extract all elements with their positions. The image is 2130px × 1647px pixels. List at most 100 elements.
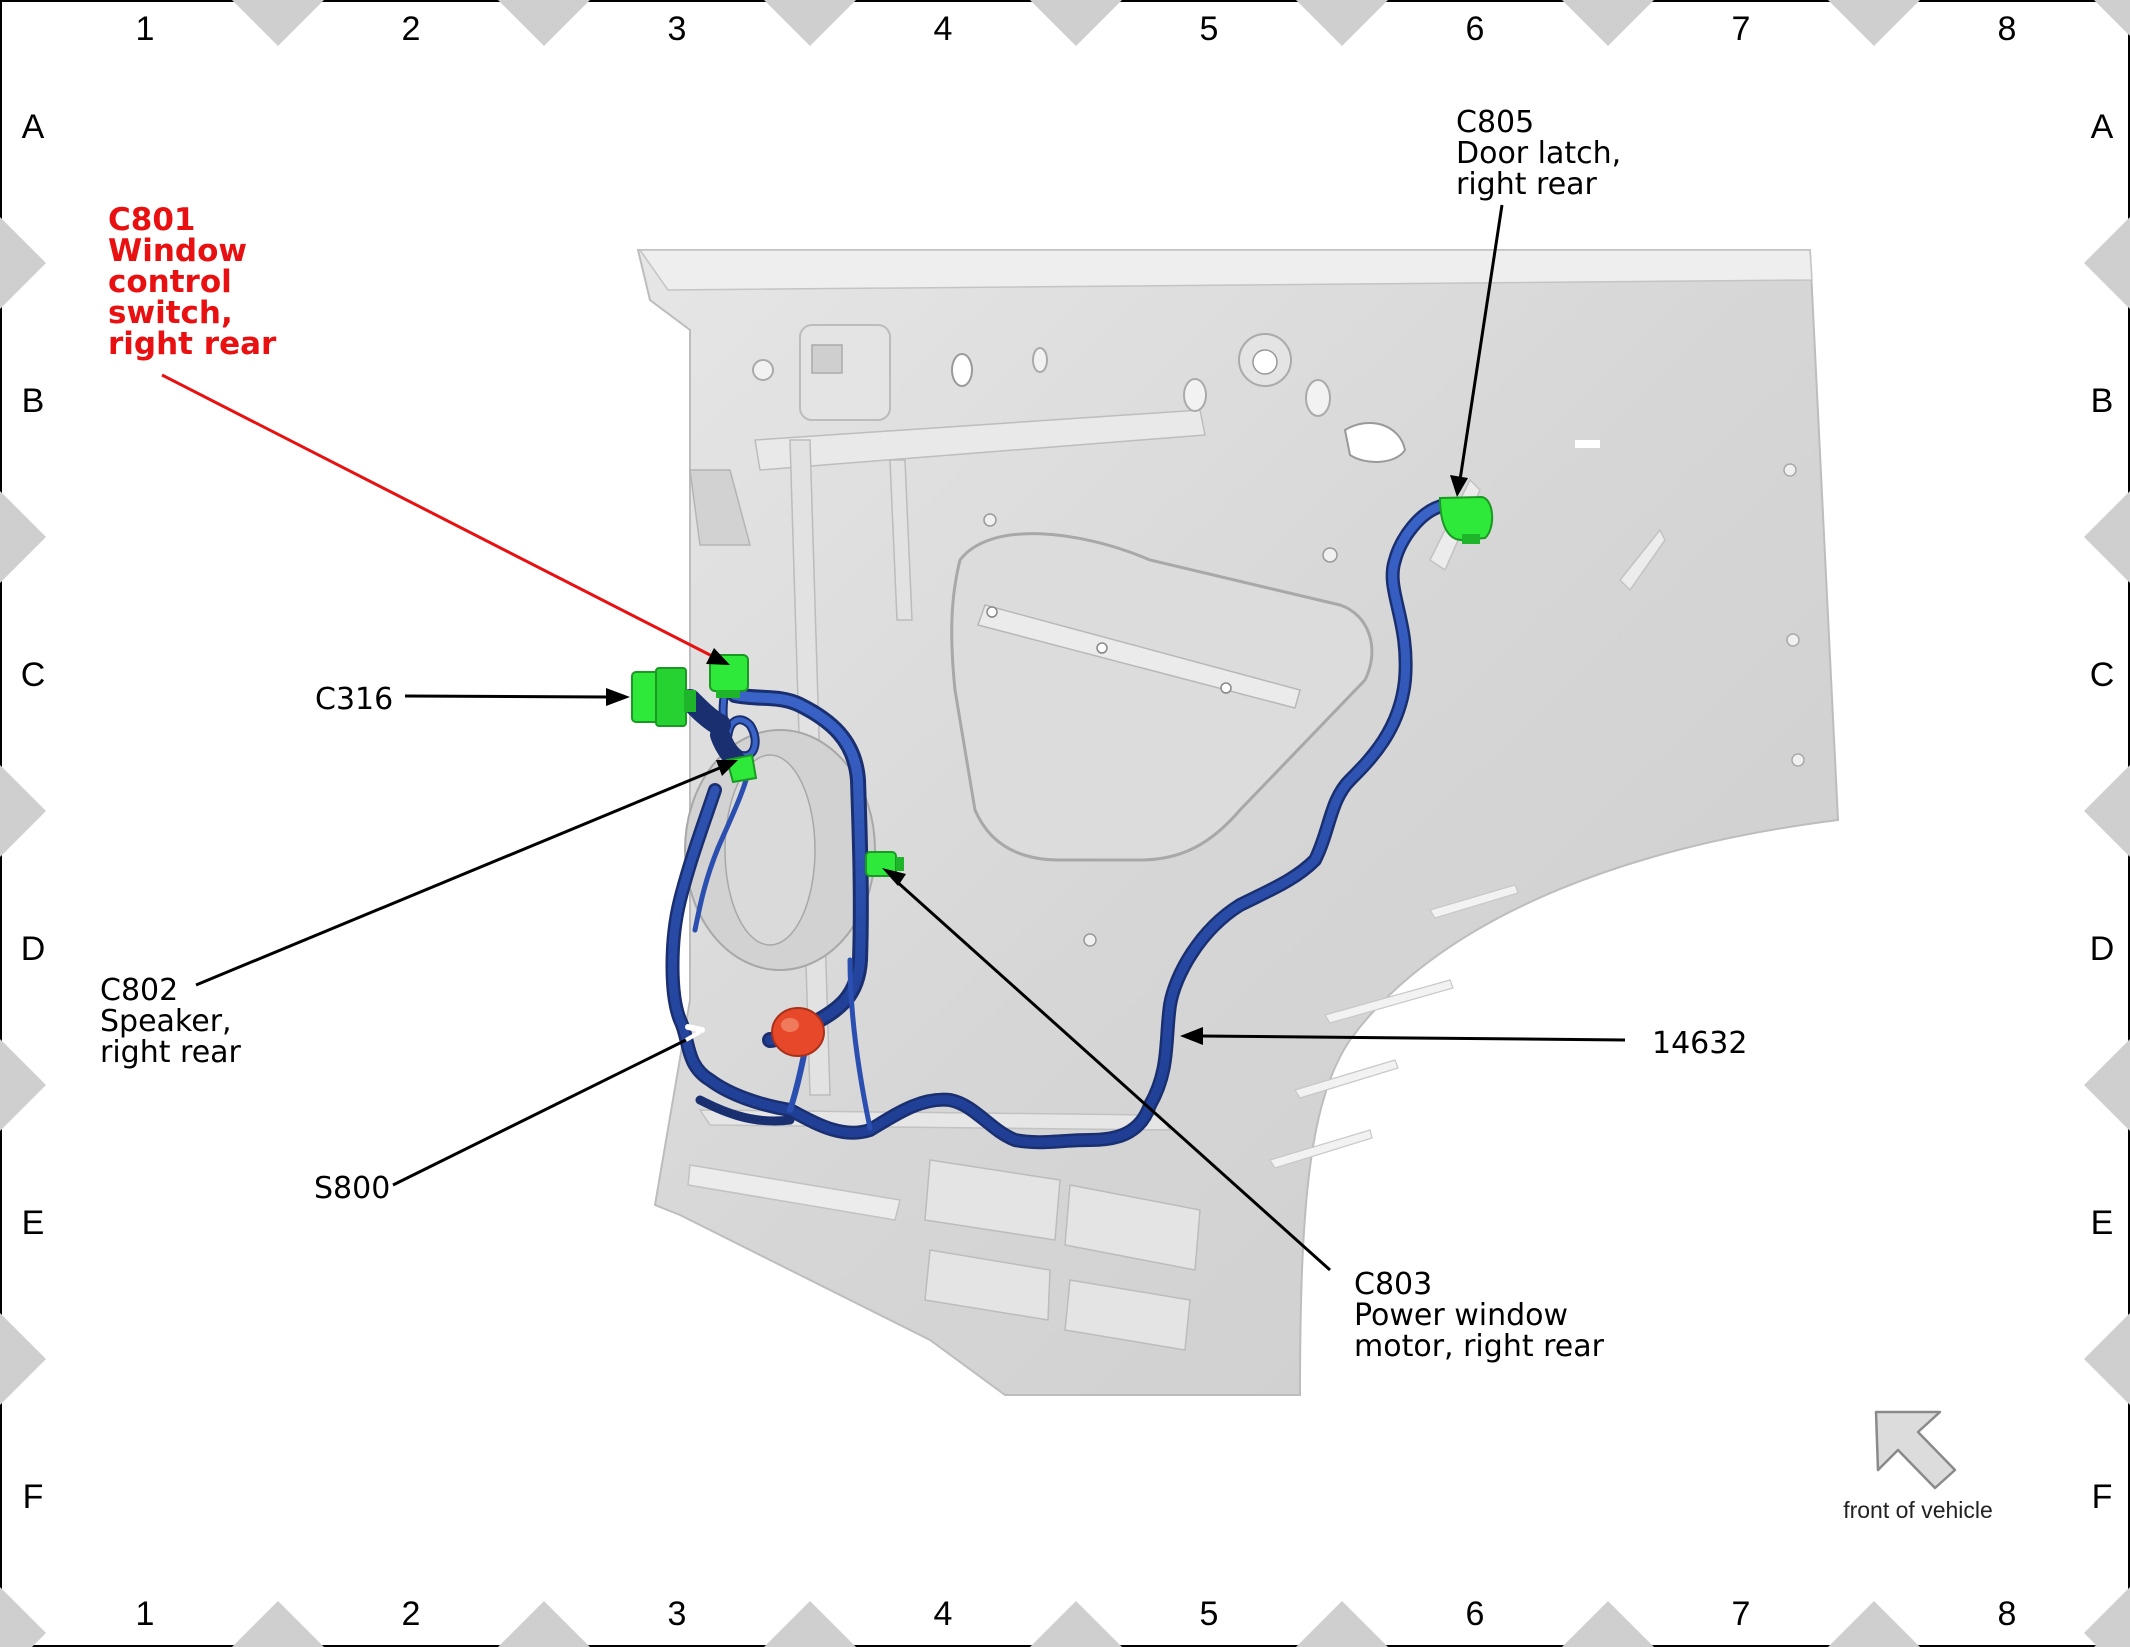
connector-c316-shape bbox=[631, 667, 696, 727]
leader-s800 bbox=[392, 1038, 687, 1187]
border-marker-bottom bbox=[1828, 1601, 1920, 1647]
callout-s800: S800 bbox=[314, 1171, 390, 1206]
border-marker-bottom bbox=[764, 1601, 856, 1647]
callout-c801-line-5: right rear bbox=[108, 326, 277, 362]
front-of-vehicle-label: front of vehicle bbox=[1843, 1497, 1993, 1523]
border-marker-top bbox=[1562, 0, 1654, 46]
grid-col-label-bottom-1: 1 bbox=[136, 1595, 155, 1633]
leader-c316 bbox=[404, 694, 609, 699]
leader-c805 bbox=[1458, 204, 1504, 481]
callout-14632-line-1: 14632 bbox=[1652, 1026, 1747, 1061]
leader-c803-arrowhead bbox=[882, 868, 906, 886]
border-marker-left bbox=[0, 491, 46, 583]
border-marker-right bbox=[2084, 491, 2130, 583]
grid-row-label-left-E: E bbox=[22, 1204, 45, 1242]
border-marker-left bbox=[0, 765, 46, 857]
callout-c802-line-2: Speaker, bbox=[100, 1004, 232, 1039]
callout-c803-line-3: motor, right rear bbox=[1354, 1329, 1605, 1364]
border-marker-left bbox=[0, 1313, 46, 1405]
border-marker-right bbox=[2084, 1039, 2130, 1131]
leader-14632 bbox=[1199, 1034, 1626, 1042]
leader-c802 bbox=[195, 765, 723, 987]
border-marker-right bbox=[2084, 1587, 2130, 1647]
border-marker-right bbox=[2084, 1313, 2130, 1405]
callout-c803-line-2: Power window bbox=[1354, 1298, 1568, 1333]
leader-c316-arrowhead bbox=[606, 688, 630, 706]
grid-col-label-top-3: 3 bbox=[668, 10, 687, 48]
leader-c801-arrowhead bbox=[706, 648, 730, 665]
border-marker-bottom bbox=[1562, 1601, 1654, 1647]
grid-col-label-bottom-3: 3 bbox=[668, 1595, 687, 1633]
grid-col-label-bottom-8: 8 bbox=[1998, 1595, 2017, 1633]
connector-c805-shape bbox=[1438, 495, 1494, 544]
grid-row-label-right-C: C bbox=[2090, 656, 2115, 694]
callout-c802: C802 Speaker, right rear bbox=[100, 973, 242, 1070]
callout-c805-line-1: C805 bbox=[1456, 105, 1534, 140]
grid-column-labels-bottom: 1 2 3 4 5 6 7 8 bbox=[136, 1595, 2017, 1633]
callout-c802-line-1: C802 bbox=[100, 973, 178, 1008]
leader-c802-arrowhead bbox=[716, 760, 738, 776]
leader-c801 bbox=[161, 373, 715, 659]
callout-14632: 14632 bbox=[1652, 1026, 1747, 1061]
grid-col-label-top-8: 8 bbox=[1998, 10, 2017, 48]
border-marker-top bbox=[1296, 0, 1388, 46]
border-marker-bottom bbox=[498, 1601, 590, 1647]
border-marker-top bbox=[232, 0, 324, 46]
grid-col-label-top-6: 6 bbox=[1466, 10, 1485, 48]
border-marker-left bbox=[0, 1587, 46, 1647]
grid-col-label-bottom-6: 6 bbox=[1466, 1595, 1485, 1633]
grid-row-label-left-B: B bbox=[22, 382, 45, 420]
border-marker-bottom bbox=[232, 1601, 324, 1647]
grid-col-label-top-4: 4 bbox=[934, 10, 953, 48]
grid-col-label-top-2: 2 bbox=[402, 10, 421, 48]
callout-c801: C801 Window control switch, right rear bbox=[108, 202, 277, 362]
connector-c802-shape bbox=[725, 753, 758, 784]
callout-c316: C316 bbox=[315, 682, 393, 717]
border-marker-top bbox=[1030, 0, 1122, 46]
border-marker-top bbox=[1828, 0, 1920, 46]
border-marker-right bbox=[2084, 217, 2130, 309]
grid-col-label-bottom-4: 4 bbox=[934, 1595, 953, 1633]
grid-row-label-left-C: C bbox=[21, 656, 46, 694]
callout-c801-line-4: switch, bbox=[108, 295, 233, 331]
border-marker-bottom bbox=[1296, 1601, 1388, 1647]
grid-col-label-bottom-7: 7 bbox=[1732, 1595, 1751, 1633]
callout-c803-line-1: C803 bbox=[1354, 1267, 1432, 1302]
callout-c801-line-2: Window bbox=[108, 233, 247, 269]
grid-row-label-left-A: A bbox=[22, 108, 45, 146]
leader-c803 bbox=[893, 878, 1332, 1272]
grid-col-label-bottom-5: 5 bbox=[1200, 1595, 1219, 1633]
leader-s800-white bbox=[685, 1030, 701, 1042]
grid-col-label-top-7: 7 bbox=[1732, 10, 1751, 48]
callout-c801-line-1: C801 bbox=[108, 202, 195, 238]
splice-s800-shape bbox=[771, 1007, 825, 1057]
leader-lines bbox=[161, 204, 1626, 1272]
border-marker-left bbox=[0, 217, 46, 309]
grid-row-label-right-E: E bbox=[2091, 1204, 2114, 1242]
callout-c805: C805 Door latch, right rear bbox=[1456, 105, 1631, 202]
border-marker-left bbox=[0, 1039, 46, 1131]
leader-c805-arrowhead bbox=[1450, 475, 1468, 497]
callout-c805-line-2: Door latch, bbox=[1456, 136, 1621, 171]
callout-c805-line-3: right rear bbox=[1456, 167, 1598, 202]
door-inner-panel bbox=[636, 249, 1840, 1396]
border-marker-top bbox=[764, 0, 856, 46]
callout-c801-line-3: control bbox=[108, 264, 232, 300]
front-arrow-icon bbox=[1874, 1410, 1957, 1490]
grid-col-label-top-5: 5 bbox=[1200, 10, 1219, 48]
callout-s800-line-1: S800 bbox=[314, 1171, 390, 1206]
grid-row-label-right-D: D bbox=[2090, 930, 2115, 968]
callout-c803: C803 Power window motor, right rear bbox=[1354, 1267, 1605, 1364]
grid-row-label-right-F: F bbox=[2092, 1478, 2113, 1516]
border-marker-top bbox=[498, 0, 590, 46]
grid-row-label-left-F: F bbox=[23, 1478, 44, 1516]
border-marker-right bbox=[2084, 765, 2130, 857]
grid-col-label-bottom-2: 2 bbox=[402, 1595, 421, 1633]
grid-row-label-right-A: A bbox=[2091, 108, 2114, 146]
border-marker-bottom bbox=[1030, 1601, 1122, 1647]
callout-c802-line-3: right rear bbox=[100, 1035, 242, 1070]
